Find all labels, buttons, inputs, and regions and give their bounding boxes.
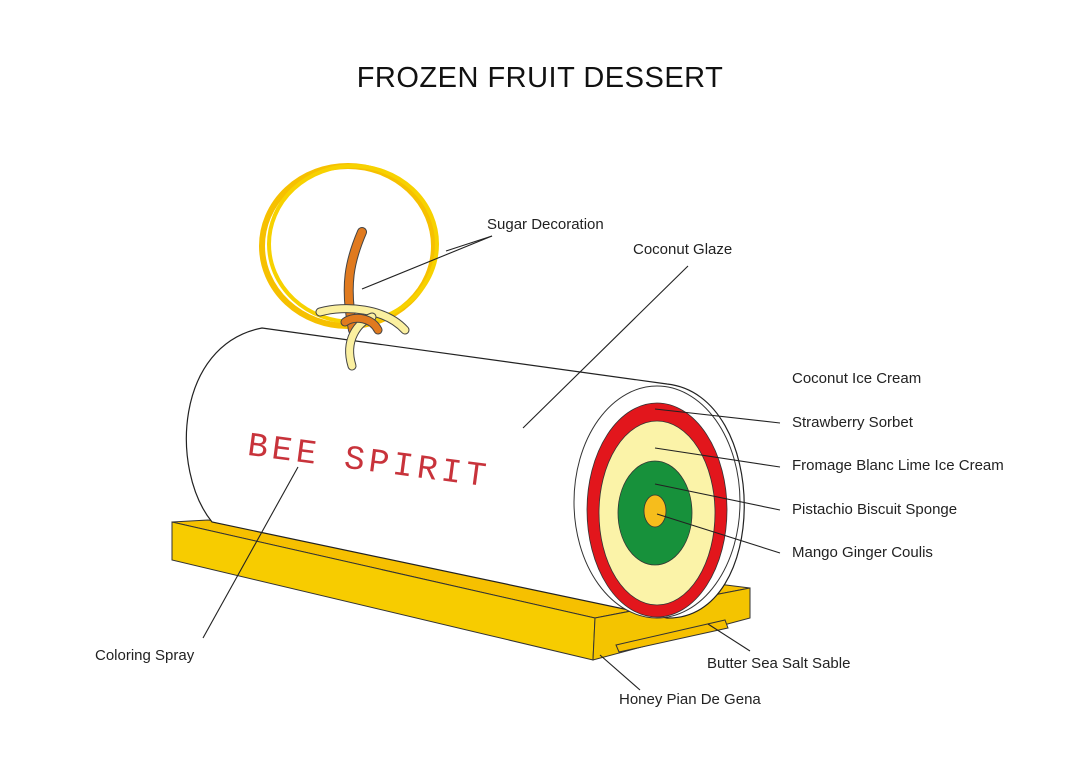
label-fromage-blanc: Fromage Blanc Lime Ice Cream xyxy=(792,457,1004,474)
leader-sugar-2 xyxy=(361,235,493,290)
leader-strawberry xyxy=(654,408,781,424)
label-coconut-ice-cream: Coconut Ice Cream xyxy=(792,370,922,387)
label-coconut-glaze: Coconut Glaze xyxy=(633,241,733,258)
leader-honey xyxy=(599,654,641,691)
label-coloring-spray: Coloring Spray xyxy=(95,647,195,664)
label-strawberry-sorbet: Strawberry Sorbet xyxy=(792,414,913,431)
leader-pistachio xyxy=(654,483,781,511)
leader-sugar-1 xyxy=(445,235,493,252)
label-mango-coulis: Mango Ginger Coulis xyxy=(792,544,933,561)
page-title: FROZEN FRUIT DESSERT xyxy=(356,62,724,94)
label-sugar-decoration: Sugar Decoration xyxy=(487,216,604,233)
mango-coulis-core xyxy=(643,494,667,528)
label-butter-sable: Butter Sea Salt Sable xyxy=(707,655,851,672)
cross-section xyxy=(573,385,741,619)
leader-coconut-glaze xyxy=(522,265,689,429)
sugar-decoration xyxy=(259,163,439,371)
leader-mango xyxy=(656,513,781,554)
leader-coloring xyxy=(202,466,299,639)
leader-fromage xyxy=(654,447,781,468)
label-honey-pian: Honey Pian De Gena xyxy=(619,691,761,708)
label-pistachio-sponge: Pistachio Biscuit Sponge xyxy=(792,501,958,518)
leader-lines xyxy=(202,235,781,691)
leader-sable xyxy=(707,623,751,652)
